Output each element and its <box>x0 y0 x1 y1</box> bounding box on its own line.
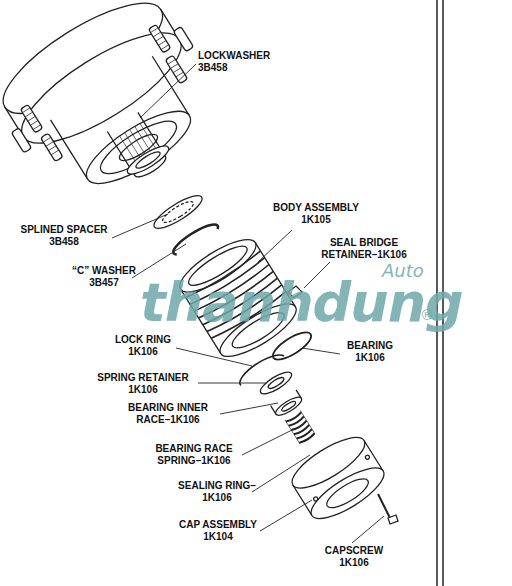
part-label: LOCK RING 1K106 <box>108 334 178 358</box>
part-label: BEARING 1K106 <box>340 340 400 364</box>
watermark: thanhdung <box>140 276 463 330</box>
capscrew <box>378 494 398 524</box>
part-label: BEARING INNER RACE–1K106 <box>118 402 218 426</box>
cap-assembly <box>285 429 390 528</box>
part-label: CAPSCREW 1K106 <box>318 545 390 569</box>
wheel-hub <box>0 0 238 224</box>
splined-spacer <box>150 190 206 233</box>
part-label: BEARING RACE SPRING–1K106 <box>146 443 242 467</box>
part-label: BODY ASSEMBLY 1K105 <box>266 202 366 226</box>
bearing <box>269 328 315 365</box>
part-label: SPLINED SPACER 3B458 <box>14 224 114 248</box>
lockwasher <box>124 141 172 178</box>
part-label: SEALING RING–1K106 <box>178 480 256 504</box>
part-label: CAP ASSEMBLY 1K104 <box>170 519 266 543</box>
watermark: Auto <box>382 262 424 280</box>
part-label: SPRING RETAINER 1K106 <box>88 372 198 396</box>
c-washer <box>170 220 219 256</box>
part-label: LOCKWASHER 3B458 <box>198 50 278 74</box>
bearing-race-spring <box>285 410 315 444</box>
watermark: ® <box>420 308 434 322</box>
part-label: “C” WASHER 3B457 <box>66 265 142 289</box>
part-label: SEAL BRIDGE RETAINER–1K106 <box>312 237 416 261</box>
